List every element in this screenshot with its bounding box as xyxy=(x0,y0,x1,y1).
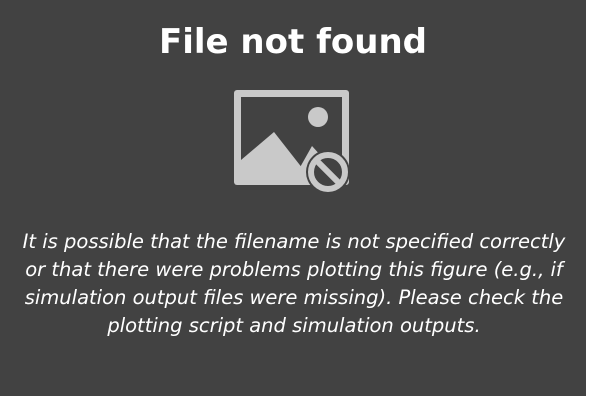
page-title: File not found xyxy=(159,22,427,62)
error-message: It is possible that the filename is not … xyxy=(22,230,566,337)
broken-image-icon xyxy=(232,88,356,194)
